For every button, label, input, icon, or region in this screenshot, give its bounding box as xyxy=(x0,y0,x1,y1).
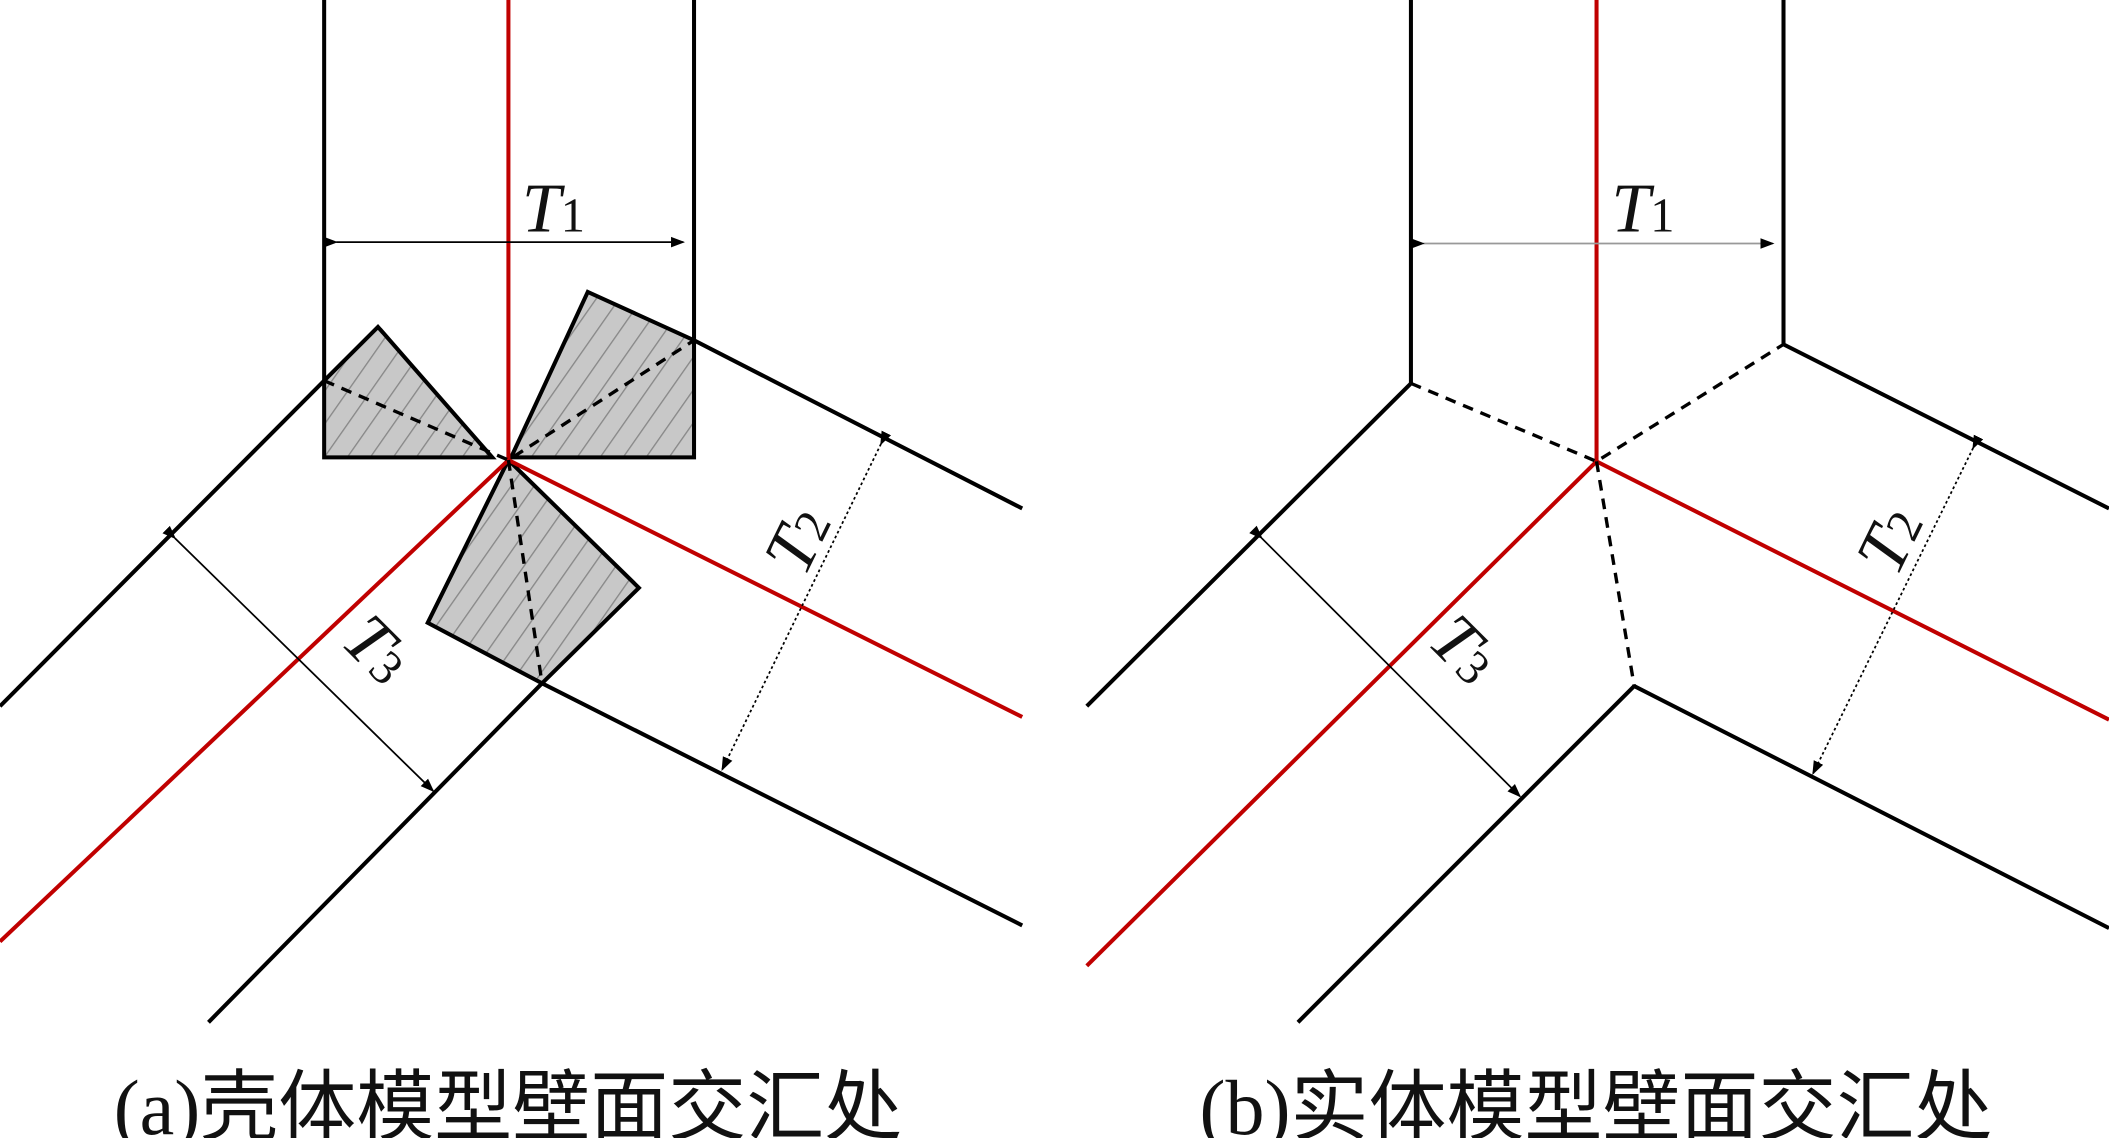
t3-label: T3 xyxy=(1414,600,1513,699)
dashed-junction-lines xyxy=(323,338,695,684)
t2-label: T2 xyxy=(1842,495,1939,585)
t2-label: T2 xyxy=(749,495,846,585)
dimension-lines xyxy=(162,236,892,793)
panel-a-shell-model: T1 T2 T3 xyxy=(0,0,1024,1024)
panel-b-solid-model: T1 T2 T3 xyxy=(1085,0,2109,1024)
wall-outlines xyxy=(1085,0,2109,1024)
hatched-overlap-regions xyxy=(322,289,697,686)
wall-outlines xyxy=(0,0,1024,1024)
dashed-junction-lines xyxy=(1410,342,1785,687)
caption-b: (b)实体模型壁面交汇处 xyxy=(1199,1064,1993,1138)
dimension-lines xyxy=(1249,238,1984,798)
caption-a: (a)壳体模型壁面交汇处 xyxy=(113,1064,903,1138)
t1-label: T1 xyxy=(1611,170,1674,247)
t1-label: T1 xyxy=(522,170,585,247)
